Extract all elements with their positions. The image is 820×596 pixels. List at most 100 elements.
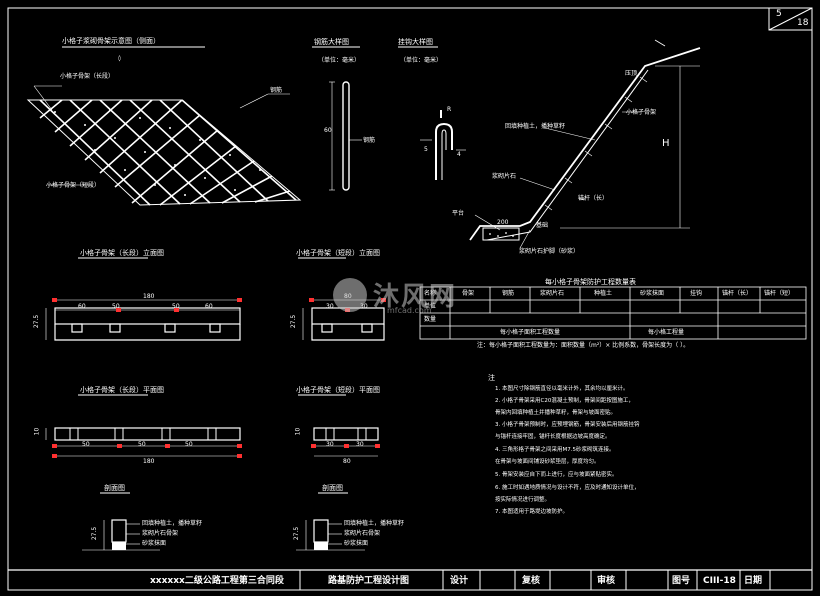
- table-header-1: 骨架: [462, 290, 475, 297]
- plan-a: [45, 394, 242, 458]
- slope-label-8: 基础: [536, 222, 549, 229]
- hook-dim-b: 4: [457, 151, 461, 158]
- section-a-title: 剖面图: [104, 484, 125, 492]
- table-title: 每小格子骨架防护工程数量表: [545, 278, 636, 286]
- hook-dim-a: 5: [424, 146, 428, 153]
- note-line-1: 1. 本图尺寸除钢筋直径以毫米计外，其余均以厘米计。: [495, 386, 629, 392]
- section-b-height: 27.5: [293, 526, 301, 541]
- slope-label-5: 浆砌片石护脚（砂浆）: [519, 248, 580, 255]
- review-label: 复核: [522, 576, 541, 586]
- table-row2-qty: 每小格子面积工程数量: [500, 329, 561, 336]
- section-a-label-1: 回填种植土，播种草籽: [142, 520, 203, 527]
- watermark-logo-icon: [333, 278, 367, 312]
- section-b-title: 剖面图: [322, 484, 343, 492]
- audit-label: 审核: [597, 576, 616, 586]
- plan-a-seg-1: 50: [82, 441, 90, 448]
- quantity-table-grid: [419, 286, 807, 340]
- elev-b-title: 小格子骨架（短段）立面图: [296, 249, 380, 257]
- watermark-url: mfcad.com: [387, 306, 432, 315]
- table-header-5: 砂浆抹面: [640, 290, 665, 297]
- elev-b-height: 27.5: [290, 314, 298, 329]
- elev-a-seg-4: 60: [205, 303, 213, 310]
- rebar-side-label: 钢筋: [363, 137, 376, 144]
- note-line-7: 在骨架与坡面间铺设砂浆垫层，厚度均匀。: [495, 459, 600, 465]
- elev-a-height: 27.5: [33, 314, 41, 329]
- section-b-label-3: 砂浆抹面: [344, 540, 369, 547]
- plan-a-seg-3: 50: [185, 441, 193, 448]
- plan-a-seg-2: 50: [138, 441, 146, 448]
- note-line-6: 4. 三角形格子骨架之间采用M7.5砂浆砌筑连接。: [495, 447, 615, 453]
- slope-section: [469, 39, 701, 249]
- plan-b-total: 80: [343, 458, 351, 465]
- plan-b-height: 10: [294, 427, 302, 436]
- rebar-title: 钢筋大样图: [314, 38, 349, 46]
- elev-a-seg-2: 50: [112, 303, 120, 310]
- plan-b-seg-1: 30: [326, 441, 334, 448]
- sheet-total: 18: [797, 18, 809, 28]
- table-header-2: 钢筋: [502, 290, 515, 297]
- lattice-view: ◊: [26, 46, 302, 206]
- slope-label-6: 平台: [452, 210, 465, 217]
- note-line-5: 与锚杆连接牢固，锚杆长度根据边坡高度确定。: [495, 434, 611, 440]
- hook-subtitle: （单位：毫米）: [400, 57, 443, 64]
- watermark-text: 沐风网: [373, 282, 458, 312]
- table-header-8: 锚杆（短）: [764, 290, 795, 297]
- note-line-8: 5. 骨架安装应自下而上进行，应与坡面紧贴密实。: [495, 472, 618, 478]
- table-header-0: 名称: [424, 290, 437, 297]
- sheet-number: 5: [776, 9, 782, 19]
- project-name: xxxxxx二级公路工程第三合同段: [150, 576, 284, 586]
- note-line-9: 6. 施工时如遇地质情况与设计不符，应及时通知设计单位，: [495, 485, 640, 491]
- section-b-label-2: 浆砌片石骨架: [344, 530, 381, 537]
- elev-b-seg-1: 30: [326, 303, 334, 310]
- section-a-label-2: 浆砌片石骨架: [142, 530, 179, 537]
- slope-label-1: 回填种植土，播种草籽: [505, 123, 566, 130]
- drawing-no-label: 图号: [672, 576, 691, 586]
- elev-a-seg-1: 60: [78, 303, 86, 310]
- plan-a-total: 180: [143, 458, 155, 465]
- table-header-4: 种植土: [594, 290, 613, 297]
- lattice-label-right: 钢筋: [270, 87, 283, 94]
- note-line-4: 3. 小格子骨架预制时，应预埋钢筋，骨架安装后用钢筋挂钩: [495, 422, 640, 428]
- outer-frame: [7, 7, 813, 591]
- section-b-label-1: 回填种植土，播种草籽: [344, 520, 405, 527]
- slope-label-7: 压顶: [625, 70, 638, 77]
- drawing-no: CIII-18: [703, 576, 736, 586]
- rebar-dim: 60: [324, 127, 332, 134]
- note-line-11: 7. 本图适用于路堤边坡防护。: [495, 509, 568, 515]
- lattice-label-left-top: 小格子骨架（长段）: [60, 73, 115, 80]
- lattice-label-left-bottom: 小格子骨架（短段）: [46, 182, 101, 189]
- section-a-label-3: 砂浆抹面: [142, 540, 167, 547]
- rebar-detail: [312, 46, 362, 191]
- table-row1-label: 单位: [424, 303, 437, 310]
- rebar-subtitle: （单位：毫米）: [318, 57, 361, 64]
- slope-label-4: 浆砌片石: [492, 173, 517, 180]
- table-row2-label: 数量: [424, 316, 437, 323]
- lattice-view-title: 小格子浆砌骨架示意图（侧面）: [62, 37, 160, 45]
- elev-b-seg-2: 30: [360, 303, 368, 310]
- drawing-title: 路基防护工程设计图: [328, 576, 410, 586]
- table-header-6: 挂钩: [690, 290, 703, 297]
- hook-r: R: [447, 106, 452, 113]
- slope-label-2: 小格子骨架: [626, 109, 657, 116]
- plan-b: [298, 394, 380, 457]
- slope-h-label: H: [662, 138, 670, 149]
- plan-a-title: 小格子骨架（长段）平面图: [80, 386, 164, 394]
- table-header-7: 锚杆（长）: [722, 290, 753, 297]
- date-label: 日期: [744, 576, 763, 586]
- notes-heading: 注: [488, 374, 495, 382]
- table-note: 注：每小格子面积工程数量为：面积数量（m²）× 比例系数，骨架长度为（ ）。: [477, 342, 690, 349]
- table-row2-per: 每小格工程量: [648, 329, 685, 336]
- elev-a-seg-3: 50: [172, 303, 180, 310]
- hook-title: 挂钩大样图: [398, 38, 433, 46]
- note-line-10: 按实际情况进行调整。: [495, 497, 551, 503]
- section-b: [296, 492, 365, 551]
- section-a-height: 27.5: [91, 526, 99, 541]
- section-a: [82, 492, 160, 551]
- design-label: 设计: [450, 576, 469, 586]
- slope-width: 200: [497, 219, 509, 226]
- elevation-a: [45, 257, 242, 341]
- plan-b-seg-2: 30: [356, 441, 364, 448]
- slope-label-3: 锚杆（长）: [578, 195, 609, 202]
- elev-a-title: 小格子骨架（长段）立面图: [80, 249, 164, 257]
